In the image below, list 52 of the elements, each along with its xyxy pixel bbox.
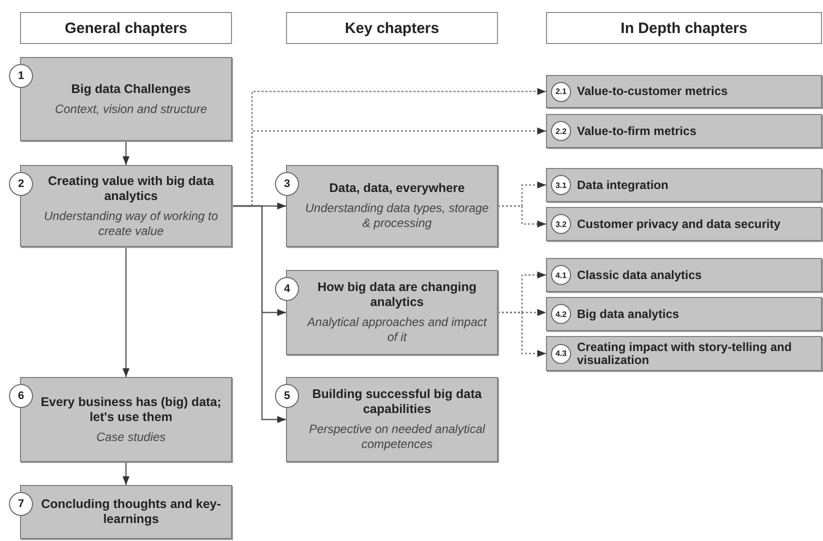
chapter-number: 6 (9, 384, 33, 408)
chapter-number: 4.3 (551, 344, 571, 364)
chapter-title: Data, data, everywhere (329, 181, 465, 196)
chapter-title: Value-to-customer metrics (577, 85, 728, 98)
chapter-title: How big data are changing analytics (316, 280, 478, 310)
chapter-title: Classic data analytics (577, 268, 702, 282)
chapter-title: Big data analytics (577, 308, 680, 320)
subchapter-box (546, 258, 822, 292)
chapter-subtitle: Analytical approaches and impact of it (306, 315, 488, 345)
chapter-subtitle: Case studies (96, 430, 166, 444)
header-text: Key chapters (344, 20, 440, 36)
chapter-title: Big data Challenges (71, 82, 191, 96)
chapter-title: Data integration (577, 178, 668, 192)
arrow (122, 141, 130, 165)
subchapter-box (546, 75, 822, 108)
chapter-title: Value-to-firm metrics (577, 124, 696, 138)
chapter-title: Building successful big data capabilities (311, 387, 483, 417)
subchapter-box (546, 336, 822, 371)
subchapter-box (546, 207, 822, 241)
chapter-title: Concluding thoughts and key-learnings (40, 497, 222, 527)
chapter-number: 4 (275, 277, 299, 301)
chapter-number: 2 (9, 172, 33, 196)
chapter-title: Creating impact with story-telling and visualization (577, 340, 793, 366)
chapter-number: 3.1 (551, 175, 571, 195)
header-text: General chapters (64, 20, 188, 36)
header-text: In Depth chapters (620, 20, 748, 36)
column-header (546, 12, 822, 44)
column-header (20, 12, 232, 44)
chapter-number: 5 (275, 384, 299, 408)
chapter-number: 2.2 (551, 121, 571, 141)
subchapter-box (546, 114, 822, 148)
chapter-title: Every business has (big) data; let's use them (40, 394, 222, 424)
arrow (122, 247, 130, 377)
chapter-subtitle: Context, vision and structure (54, 102, 208, 116)
chapter-number: 3.2 (551, 214, 571, 234)
subchapter-box (546, 168, 822, 202)
chapter-number: 4.2 (551, 304, 571, 324)
chapter-title: Customer privacy and data security (577, 218, 780, 230)
arrow (232, 205, 286, 423)
chapter-subtitle: Understanding way of working to create value (42, 208, 220, 238)
chapter-title: Creating value with big data analytics (47, 174, 215, 204)
chapter-number: 4.1 (551, 265, 571, 285)
chapter-number: 1 (9, 64, 33, 88)
column-header (286, 12, 498, 44)
chapter-number: 7 (9, 492, 33, 516)
arrow (122, 462, 130, 485)
arrow (498, 312, 546, 357)
chapter-subtitle: Perspective on needed analytical competences (308, 422, 486, 452)
chapter-number: 3 (275, 172, 299, 196)
subchapter-box (546, 297, 822, 331)
chapter-number: 2.1 (551, 82, 571, 102)
chapter-subtitle: Understanding data types, storage & processing (305, 201, 489, 231)
